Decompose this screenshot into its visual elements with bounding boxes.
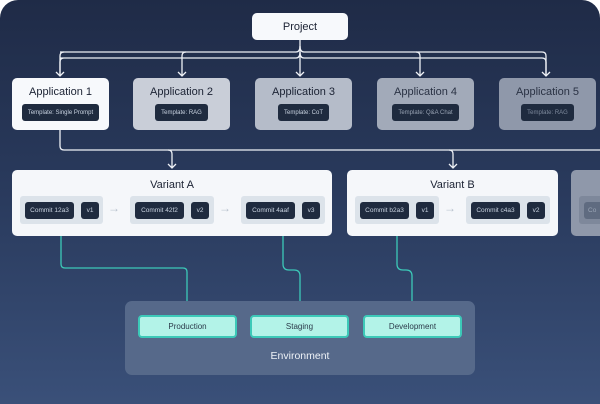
link-app2 [181, 51, 187, 76]
commit-group: Co [579, 196, 600, 224]
environment-label: Environment [270, 350, 330, 362]
commit-chip: Commit b2a3 [360, 202, 409, 219]
app-label: Application 2 [150, 86, 213, 98]
template-chip: Template: RAG [521, 104, 574, 121]
commit-chip: Commit c4a3 [471, 202, 520, 219]
link-app4 [415, 51, 421, 76]
app1-to-variants [59, 130, 600, 151]
commit-chip: Commit 4aaf [246, 202, 295, 219]
variant-a-node[interactable]: Variant A Commit 12a3 v1 → Commit 42f2 v… [12, 170, 332, 236]
commit-chip: Co [584, 202, 600, 219]
version-chip: v2 [191, 202, 209, 219]
project-node[interactable]: Project [252, 13, 348, 40]
link-variant-a [167, 149, 177, 169]
application-4-node[interactable]: Application 4 Template: Q&A Chat [377, 78, 474, 130]
env-staging[interactable]: Staging [250, 315, 349, 338]
app-label: Application 5 [516, 86, 579, 98]
app-label: Application 3 [272, 86, 335, 98]
commit-group[interactable]: Commit 4aaf v3 [241, 196, 325, 224]
env-development[interactable]: Development [363, 315, 462, 338]
arrow-right-icon: → [444, 201, 456, 215]
variant-partial-node[interactable]: Co [571, 170, 600, 236]
application-2-node[interactable]: Application 2 Template: RAG [133, 78, 230, 130]
variant-label: Variant A [150, 179, 194, 191]
project-bar [60, 45, 547, 76]
application-5-node[interactable]: Application 5 Template: RAG [499, 78, 596, 130]
arrowheads-apps [55, 71, 551, 77]
arrow-right-icon: → [108, 201, 120, 215]
template-chip: Template: Single Prompt [21, 104, 100, 121]
template-chip: Template: CoT [277, 104, 329, 121]
version-chip: v2 [527, 202, 545, 219]
env-label: Production [168, 322, 207, 331]
application-3-node[interactable]: Application 3 Template: CoT [255, 78, 352, 130]
link-app1 [59, 51, 65, 76]
env-label: Staging [285, 322, 314, 331]
env-production[interactable]: Production [138, 315, 237, 338]
commit-group[interactable]: Commit 42f2 v2 [130, 196, 214, 224]
commit-chip: Commit 42f2 [135, 202, 184, 219]
environment-group: Production Staging Development Environme… [125, 301, 475, 375]
commit-group[interactable]: Commit b2a3 v1 [355, 196, 439, 224]
template-chip: Template: RAG [155, 104, 208, 121]
variant-label: Variant B [430, 179, 475, 191]
project-connectors [55, 40, 600, 169]
variant-b-node[interactable]: Variant B Commit b2a3 v1 → Commit c4a3 v… [347, 170, 558, 236]
commit-group[interactable]: Commit 12a3 v1 [20, 196, 103, 224]
link-variant-b [448, 149, 458, 169]
app-label: Application 4 [394, 86, 457, 98]
template-chip: Template: Q&A Chat [392, 104, 459, 121]
version-chip: v1 [416, 202, 434, 219]
version-chip: v1 [81, 202, 99, 219]
env-label: Development [388, 322, 437, 331]
commit-group[interactable]: Commit c4a3 v2 [466, 196, 550, 224]
app-label: Application 1 [29, 86, 92, 98]
commit-chip: Commit 12a3 [25, 202, 74, 219]
version-chip: v3 [302, 202, 320, 219]
project-label: Project [282, 20, 318, 33]
application-1-node[interactable]: Application 1 Template: Single Prompt [12, 78, 109, 130]
arrow-right-icon: → [219, 201, 231, 215]
